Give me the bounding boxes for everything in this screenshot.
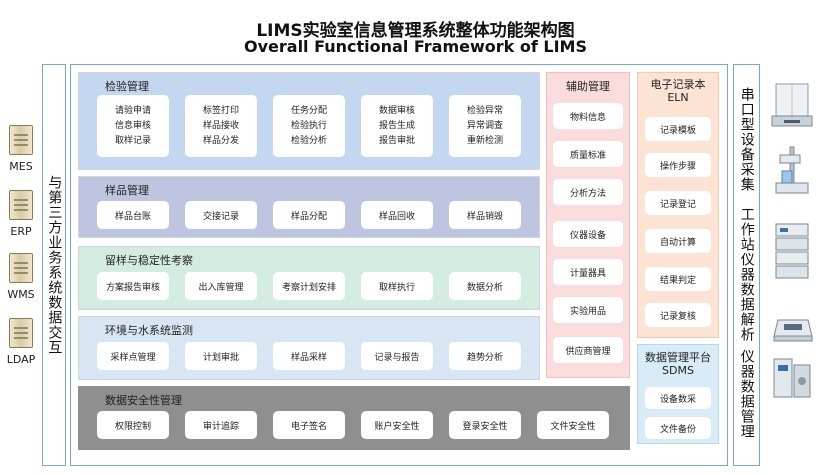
card-line: 报告审批 bbox=[378, 135, 415, 146]
retention-card: 出入库管理 bbox=[185, 272, 257, 300]
module-title: 环境与水系统监测 bbox=[105, 324, 193, 337]
auxiliary-card: 供应商管理 bbox=[553, 337, 623, 363]
server-icon bbox=[9, 253, 33, 283]
balance-icon bbox=[771, 83, 813, 127]
inspection-card: 检验异常 异常调查 重新检测 bbox=[449, 95, 521, 157]
module-environment: 环境与水系统监测 采样点管理 计划审批 样品采样 记录与报告 趋势分析 bbox=[78, 316, 540, 380]
security-card: 账户安全性 bbox=[361, 411, 433, 439]
eln-card: 自动计算 bbox=[645, 229, 711, 253]
card-line: 信息审核 bbox=[114, 120, 151, 131]
retention-card: 取样执行 bbox=[361, 272, 433, 300]
module-retention: 留样与稳定性考察 方案报告审核 出入库管理 考察计划安排 取样执行 数据分析 bbox=[78, 246, 540, 310]
external-system-label: MES bbox=[9, 160, 33, 173]
external-system-label: ERP bbox=[10, 225, 32, 238]
security-card: 登录安全性 bbox=[449, 411, 521, 439]
security-card: 审计追踪 bbox=[185, 411, 257, 439]
diagram-title-en: Overall Functional Framework of LIMS bbox=[244, 37, 587, 56]
inspection-card: 数据审核 报告生成 报告审批 bbox=[361, 95, 433, 157]
external-system-label: LDAP bbox=[6, 353, 36, 366]
auxiliary-card: 分析方法 bbox=[553, 179, 623, 205]
sample-card: 样品台账 bbox=[97, 201, 169, 229]
instrument-interface-bar: 串口型设备采集 工作站仪器数据解析 仪器数据管理 bbox=[733, 64, 760, 466]
environment-card: 计划审批 bbox=[185, 342, 257, 370]
workstation-label: 工作站仪器数据解析 bbox=[738, 207, 755, 342]
auxiliary-card: 实验用品 bbox=[553, 297, 623, 323]
inspection-card: 请验申请 信息审核 取样记录 bbox=[97, 95, 169, 157]
third-party-interface-bar: 与第三方业务系统数据交互 bbox=[42, 64, 66, 466]
auxiliary-card: 计量器具 bbox=[553, 259, 623, 285]
auxiliary-card: 物料信息 bbox=[553, 103, 623, 129]
serial-device-label: 串口型设备采集 bbox=[738, 87, 755, 192]
inspection-card: 标签打印 样品接收 样品分发 bbox=[185, 95, 257, 157]
third-party-interface-label: 与第三方业务系统数据交互 bbox=[46, 175, 63, 355]
module-eln: 电子记录本 ELN 记录模板 操作步骤 记录登记 自动计算 结果判定 记录复核 bbox=[637, 72, 719, 338]
sample-card: 样品分配 bbox=[273, 201, 345, 229]
module-subtitle: ELN bbox=[667, 91, 689, 104]
card-line: 检验执行 bbox=[290, 120, 327, 131]
eln-card: 操作步骤 bbox=[645, 153, 711, 177]
environment-card: 记录与报告 bbox=[361, 342, 433, 370]
server-icon bbox=[9, 125, 33, 155]
external-system-wms: WMS bbox=[4, 253, 38, 301]
server-icon bbox=[9, 318, 33, 348]
auxiliary-card: 仪器设备 bbox=[553, 221, 623, 247]
card-line: 数据审核 bbox=[378, 105, 415, 116]
module-security: 数据安全性管理 权限控制 审计追踪 电子签名 账户安全性 登录安全性 文件安全性 bbox=[78, 386, 630, 450]
eln-card: 记录登记 bbox=[645, 191, 711, 215]
card-line: 报告生成 bbox=[378, 120, 415, 131]
environment-card: 采样点管理 bbox=[97, 342, 169, 370]
security-card: 文件安全性 bbox=[537, 411, 609, 439]
titrator-icon bbox=[775, 146, 809, 194]
retention-card: 考察计划安排 bbox=[273, 272, 345, 300]
diagram-title-zh: LIMS实验室信息管理系统整体功能架构图 bbox=[256, 21, 575, 41]
retention-card: 数据分析 bbox=[449, 272, 521, 300]
sample-card: 样品回收 bbox=[361, 201, 433, 229]
card-line: 样品分发 bbox=[202, 135, 239, 146]
instrument-data-label: 仪器数据管理 bbox=[738, 349, 755, 439]
external-system-mes: MES bbox=[4, 125, 38, 173]
module-title: 检验管理 bbox=[105, 80, 149, 93]
module-title: 数据安全性管理 bbox=[105, 394, 182, 407]
server-icon bbox=[9, 190, 33, 220]
card-line: 取样记录 bbox=[114, 135, 151, 146]
eln-card: 记录模板 bbox=[645, 117, 711, 141]
module-title: 留样与稳定性考察 bbox=[105, 254, 193, 267]
auxiliary-card: 质量标准 bbox=[553, 141, 623, 167]
hplc-icon bbox=[775, 223, 809, 279]
card-line: 异常调查 bbox=[466, 120, 503, 131]
module-title: 辅助管理 bbox=[566, 80, 610, 93]
module-title: 数据管理平台 bbox=[645, 351, 711, 364]
card-line: 样品接收 bbox=[202, 120, 239, 131]
module-inspection: 检验管理 请验申请 信息审核 取样记录 标签打印 样品接收 样品分发 任务分配 … bbox=[78, 72, 540, 170]
module-sample: 样品管理 样品台账 交接记录 样品分配 样品回收 样品销毁 bbox=[78, 176, 540, 238]
autosampler-icon bbox=[773, 358, 811, 398]
sdms-card: 设备数采 bbox=[645, 387, 711, 409]
security-card: 权限控制 bbox=[97, 411, 169, 439]
environment-card: 趋势分析 bbox=[449, 342, 521, 370]
sample-card: 样品销毁 bbox=[449, 201, 521, 229]
card-line: 请验申请 bbox=[114, 105, 151, 116]
card-line: 重新检测 bbox=[466, 135, 503, 146]
spectrometer-icon bbox=[773, 319, 813, 342]
module-auxiliary: 辅助管理 物料信息 质量标准 分析方法 仪器设备 计量器具 实验用品 供应商管理 bbox=[546, 72, 630, 378]
retention-card: 方案报告审核 bbox=[97, 272, 169, 300]
card-line: 检验分析 bbox=[290, 135, 327, 146]
external-system-label: WMS bbox=[7, 288, 35, 301]
module-sdms: 数据管理平台 SDMS 设备数采 文件备份 bbox=[637, 344, 719, 444]
inspection-card: 任务分配 检验执行 检验分析 bbox=[273, 95, 345, 157]
eln-card: 结果判定 bbox=[645, 267, 711, 291]
card-line: 标签打印 bbox=[202, 105, 239, 116]
card-line: 任务分配 bbox=[290, 105, 327, 116]
external-system-ldap: LDAP bbox=[4, 318, 38, 366]
eln-card: 记录复核 bbox=[645, 303, 711, 327]
sdms-card: 文件备份 bbox=[645, 417, 711, 439]
external-system-erp: ERP bbox=[4, 190, 38, 238]
card-line: 检验异常 bbox=[466, 105, 503, 116]
environment-card: 样品采样 bbox=[273, 342, 345, 370]
sample-card: 交接记录 bbox=[185, 201, 257, 229]
module-subtitle: SDMS bbox=[662, 364, 694, 377]
security-card: 电子签名 bbox=[273, 411, 345, 439]
module-title: 样品管理 bbox=[105, 184, 149, 197]
module-title: 电子记录本 bbox=[650, 78, 706, 91]
